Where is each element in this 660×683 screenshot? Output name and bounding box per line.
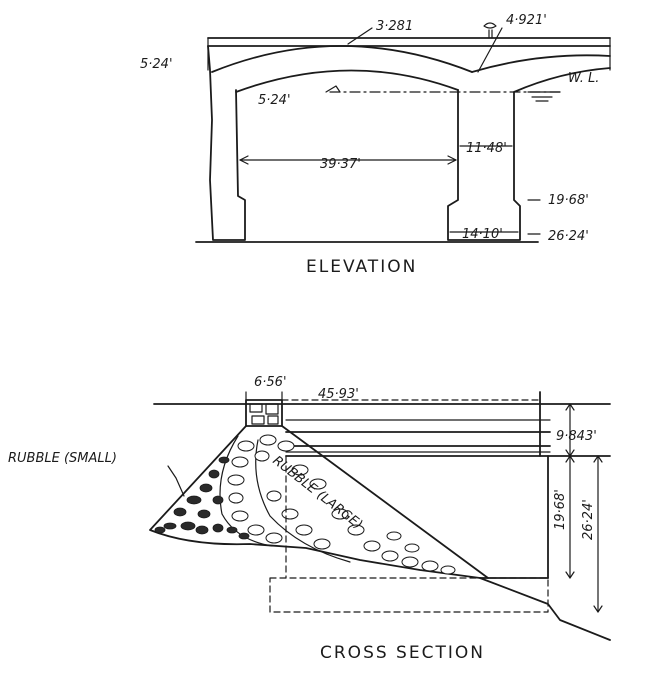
span-label: 39·37' — [320, 157, 361, 172]
foundation-dash — [269, 577, 549, 613]
embankment-outline — [149, 425, 549, 579]
length-label: 45·93' — [318, 387, 359, 402]
arch-thickness-label: 3·281 — [376, 19, 413, 34]
pier-width-label: 11·48' — [466, 141, 507, 156]
left-top-label: 5·24' — [140, 57, 173, 72]
dimension-arrows — [565, 403, 603, 613]
crown-block — [245, 399, 283, 427]
arch-right-extrados — [471, 54, 611, 73]
arch-right-intrados — [513, 67, 611, 93]
base-width-label: 14·10' — [462, 227, 503, 242]
height-b-label: 26·24' — [581, 499, 596, 540]
crown-width-label: 6·56' — [254, 375, 287, 390]
span-arrows — [239, 155, 457, 165]
depth-a-label: 19·68' — [548, 193, 589, 208]
rubble-small-label: RUBBLE (SMALL) — [8, 451, 117, 466]
spring-leader — [325, 85, 341, 93]
pier — [447, 89, 521, 241]
elevation-drawing: 3·281 4·921' 5·24' 5·24' 39·37' 11·48' 1… — [140, 13, 611, 277]
arch-extrados — [211, 45, 473, 73]
crown-block-stones — [249, 403, 279, 425]
height-a-label: 19·68' — [553, 489, 568, 530]
water-level-label: W. L. — [568, 71, 599, 86]
pier-top-label: 4·921' — [506, 13, 547, 28]
elevation-title: ELEVATION — [306, 257, 417, 277]
cross-section-drawing: 6·56' 45·93' 9·843' RUBBLE (SMALL) RUBBL… — [8, 375, 611, 663]
large-rubble-slope — [281, 425, 489, 579]
pier-top-leader — [477, 27, 503, 73]
depth-b-label: 26·24' — [548, 229, 589, 244]
ground-slope — [479, 577, 611, 641]
cross-section-title: CROSS SECTION — [320, 643, 485, 663]
small-rubble-boundary — [219, 435, 273, 547]
rubble-large-label: RUBBLE (LARGE) — [270, 453, 366, 532]
large-rubble — [227, 434, 456, 575]
large-rubble-boundary — [255, 439, 351, 563]
left-abutment — [207, 45, 246, 241]
deck-depth-label: 9·843' — [556, 429, 597, 444]
lamp-icon — [483, 22, 497, 39]
arch-intrados — [235, 69, 459, 93]
small-rubble — [154, 456, 250, 540]
arch-thickness-leader — [347, 27, 373, 45]
spring-label: 5·24' — [258, 93, 291, 108]
rubble-small-leader — [167, 465, 185, 497]
